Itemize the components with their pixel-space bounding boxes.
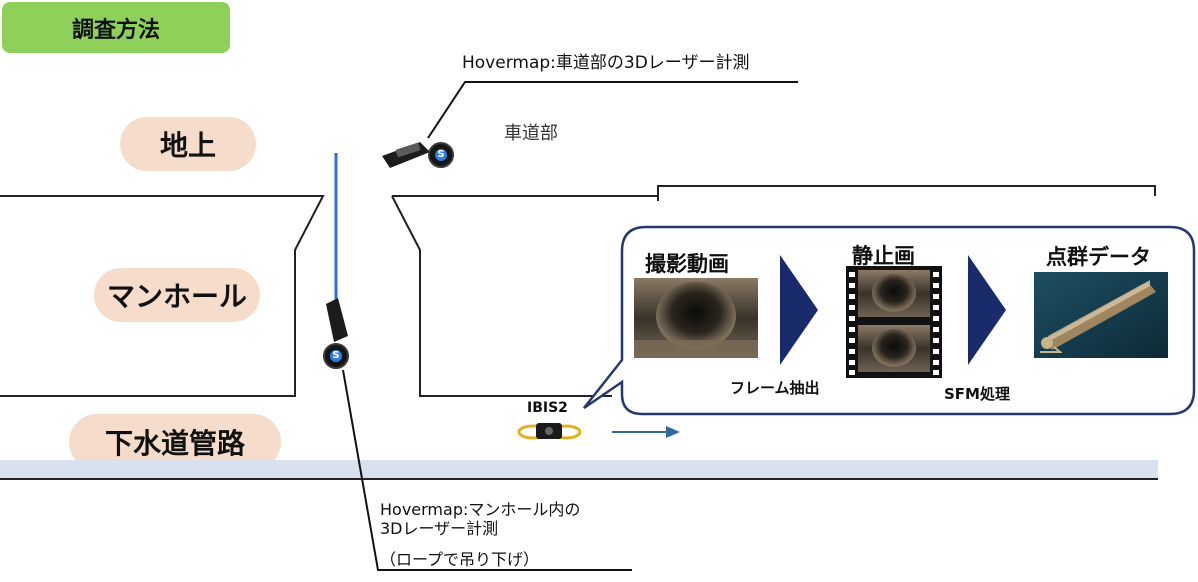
method-tag: 調査方法 [2,2,230,53]
zone-manhole-label: マンホール [94,268,260,322]
stage-title-pointcloud: 点群データ [1046,245,1151,269]
ibis2-label: IBIS2 [527,400,568,416]
ground-outline-left [0,195,325,397]
stage-title-still: 静止画 [852,244,915,268]
hovermap-device-top [382,142,454,168]
hovermap-bottom-caption-line3: （ロープで吊り下げ） [380,550,540,569]
device-badge-hanging: S [332,350,340,361]
stage-arrow-2 [968,255,1006,365]
step-sfm-processing: SFM処理 [944,385,1010,403]
stage-arrow-1 [780,255,818,365]
point-cloud-thumbnail [1034,272,1168,358]
manhole-wall-right [391,195,612,397]
sewer-floor [0,460,1158,478]
step-frame-extraction: フレーム抽出 [730,379,820,397]
stage-title-video: 撮影動画 [645,252,729,276]
zone-ground-label: 地上 [120,117,256,171]
leader-line-bottom [342,369,632,571]
hovermap-device-hanging [323,298,349,369]
video-thumbnail [634,278,758,358]
roadway-bracket [657,185,1156,201]
hovermap-top-caption: Hovermap:車道部の3Dレーザー計測 [462,53,750,73]
film-strip [846,266,942,378]
leader-line-top [427,81,798,139]
ibis2-drone [517,423,582,440]
hovermap-bottom-caption-line2: 3Dレーザー計測 [380,519,499,538]
roadway-label: 車道部 [504,123,558,144]
device-badge-top: S [437,149,445,160]
hovermap-bottom-caption-line1: Hovermap:マンホール内の [380,500,581,519]
